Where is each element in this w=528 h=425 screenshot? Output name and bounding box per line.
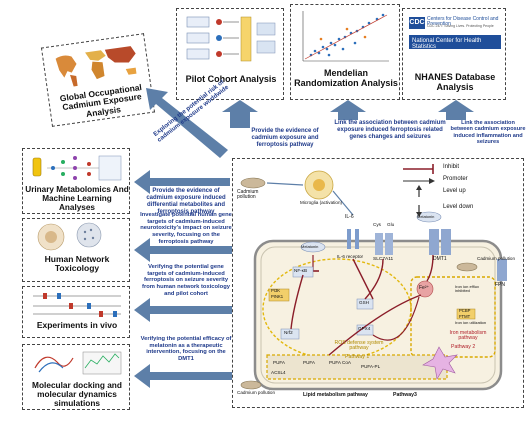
mechanism-graphic bbox=[240, 164, 507, 391]
nhanes-box: CDC Centers for Disease Control and Prev… bbox=[402, 8, 506, 100]
label-cadmium-pollution-mid: Cadmium pollution bbox=[477, 256, 516, 261]
label-il6: IL-6 bbox=[345, 214, 354, 220]
label-iron-pathway: Iron metabolism pathway bbox=[449, 330, 487, 342]
caption-pilot: Provide the evidence of cadmium exposure… bbox=[251, 128, 319, 148]
label-pufa-pl: PUFA-PL bbox=[361, 364, 381, 369]
invivo-title: Experiments in vivo bbox=[36, 320, 118, 330]
docking-graphic bbox=[34, 351, 122, 375]
label-pi3k: PI3K bbox=[271, 288, 281, 293]
cdc-line1: Centers for Disease Control and Preventi… bbox=[427, 16, 499, 28]
label-melatonin-right: Melatonin bbox=[417, 214, 435, 219]
arrow-to-nhanes bbox=[438, 100, 474, 120]
docking-box: Molecular docking and molecular dynamics… bbox=[22, 344, 130, 410]
label-pathway1: Pathway 1 bbox=[345, 354, 370, 360]
nhanes-title: NHANES Database Analysis bbox=[414, 72, 496, 92]
legend-level-down: Level down bbox=[443, 204, 474, 210]
mechanism-panel: Inhibit Promoter Level up Level down Cad… bbox=[232, 158, 524, 408]
label-pcbp: PCBP bbox=[459, 308, 471, 313]
arrow-to-network bbox=[134, 238, 232, 262]
world-map-graphic bbox=[48, 38, 146, 92]
caption-urinary: Provide the evidence of cadmium exposure… bbox=[146, 188, 226, 215]
nchs-banner-text: National Center for Health Statistics bbox=[412, 38, 482, 51]
invivo-graphic bbox=[33, 293, 121, 317]
legend-inhibit: Inhibit bbox=[443, 164, 460, 170]
urinary-box: Urinary Metabolomics And Machine Learnin… bbox=[22, 148, 130, 214]
legend-level-up: Level up bbox=[443, 188, 466, 194]
label-pufa-1: PUFA bbox=[273, 360, 285, 365]
label-nrf2: Nrf2 bbox=[284, 330, 293, 335]
arrow-to-docking bbox=[134, 364, 232, 388]
network-title: Human Network Toxicology bbox=[44, 254, 110, 274]
label-gsh: GSH bbox=[359, 300, 369, 305]
label-slc7a11: SLC7A11 bbox=[373, 257, 394, 262]
label-nfkb: NF-κB bbox=[294, 268, 308, 273]
caption-docking: Verifying the potential efficacy of mela… bbox=[140, 336, 232, 362]
label-gpx4: GPX4 bbox=[358, 326, 371, 331]
docking-title: Molecular docking and molecular dynamics… bbox=[32, 380, 122, 409]
arrow-to-global bbox=[146, 88, 228, 158]
label-microglia: Microglia (activation) bbox=[299, 200, 343, 205]
label-acsl4: ACSL4 bbox=[271, 370, 286, 375]
label-ros-pathway: ROS defense system pathway bbox=[334, 340, 384, 352]
mendelian-scatter-graphic bbox=[302, 11, 389, 62]
label-dmt1: DMT1 bbox=[433, 256, 447, 262]
label-pink1: PINK1 bbox=[271, 294, 284, 299]
mendelian-box: Mendelian Randomization Analysis bbox=[290, 4, 400, 100]
label-glu: Glu bbox=[387, 222, 395, 227]
nchs-banner: National Center for Health Statistics bbox=[409, 35, 501, 51]
label-il6-receptor: IL-6 receptor bbox=[337, 254, 364, 259]
legend-promoter: Promoter bbox=[443, 176, 468, 182]
label-iron-efflux: Iron ion efflux inhibited bbox=[455, 284, 479, 294]
urinary-title: Urinary Metabolomics And Machine Learnin… bbox=[25, 185, 129, 213]
arrow-to-urinary bbox=[134, 170, 230, 194]
caption-network: Investigate potential human gene targets… bbox=[140, 212, 232, 245]
cdc-line2: CDC 24/7: Saving Lives. Protecting Peopl… bbox=[427, 24, 494, 28]
label-pathway2: Pathway 2 bbox=[451, 344, 476, 350]
network-box: Human Network Toxicology bbox=[22, 218, 130, 282]
mendelian-title: Mendelian Randomization Analysis bbox=[294, 68, 398, 88]
label-melatonin-left: Melatonin bbox=[301, 244, 319, 249]
pilot-cohort-title: Pilot Cohort Analysis bbox=[185, 74, 277, 84]
pilot-cohort-box: Pilot Cohort Analysis bbox=[176, 8, 284, 100]
network-graphic bbox=[37, 222, 102, 251]
label-cys: Cys bbox=[373, 222, 381, 227]
label-cadmium-pollution-top: Cadmium pollution bbox=[237, 189, 259, 201]
label-pathway3: Pathway3 bbox=[393, 392, 417, 398]
caption-invivo: Verifying the potential gene targets of … bbox=[142, 264, 230, 297]
label-fe2: Fe²⁺ bbox=[419, 285, 430, 291]
urinary-graphic bbox=[32, 155, 122, 181]
arrow-to-pilot bbox=[222, 100, 258, 128]
label-pufa-2: PUFA bbox=[303, 360, 315, 365]
arrow-to-invivo bbox=[134, 298, 232, 322]
invivo-box: Experiments in vivo bbox=[22, 286, 130, 338]
label-pufa-coa: PUFA CoA bbox=[329, 360, 351, 365]
label-iron-util: Iron ion utilization bbox=[455, 320, 487, 325]
label-fpn: FPN bbox=[495, 282, 505, 288]
caption-mr: Link the association between cadmium exp… bbox=[334, 120, 446, 140]
arrow-to-mendelian bbox=[330, 100, 366, 120]
cdc-logo: CDC bbox=[409, 17, 425, 29]
label-cadmium-pollution-bottom: Cadmium pollution bbox=[237, 390, 276, 395]
global-exposure-box: Global Occupational Cadmium Exposure Ana… bbox=[40, 33, 156, 127]
label-lipid-pathway: Lipid metabolism pathway bbox=[303, 392, 368, 398]
caption-nhanes: Link the association between cadmium exp… bbox=[450, 120, 526, 146]
label-ftmt: FTMT bbox=[459, 314, 471, 319]
pilot-cohort-graphic bbox=[186, 16, 276, 62]
